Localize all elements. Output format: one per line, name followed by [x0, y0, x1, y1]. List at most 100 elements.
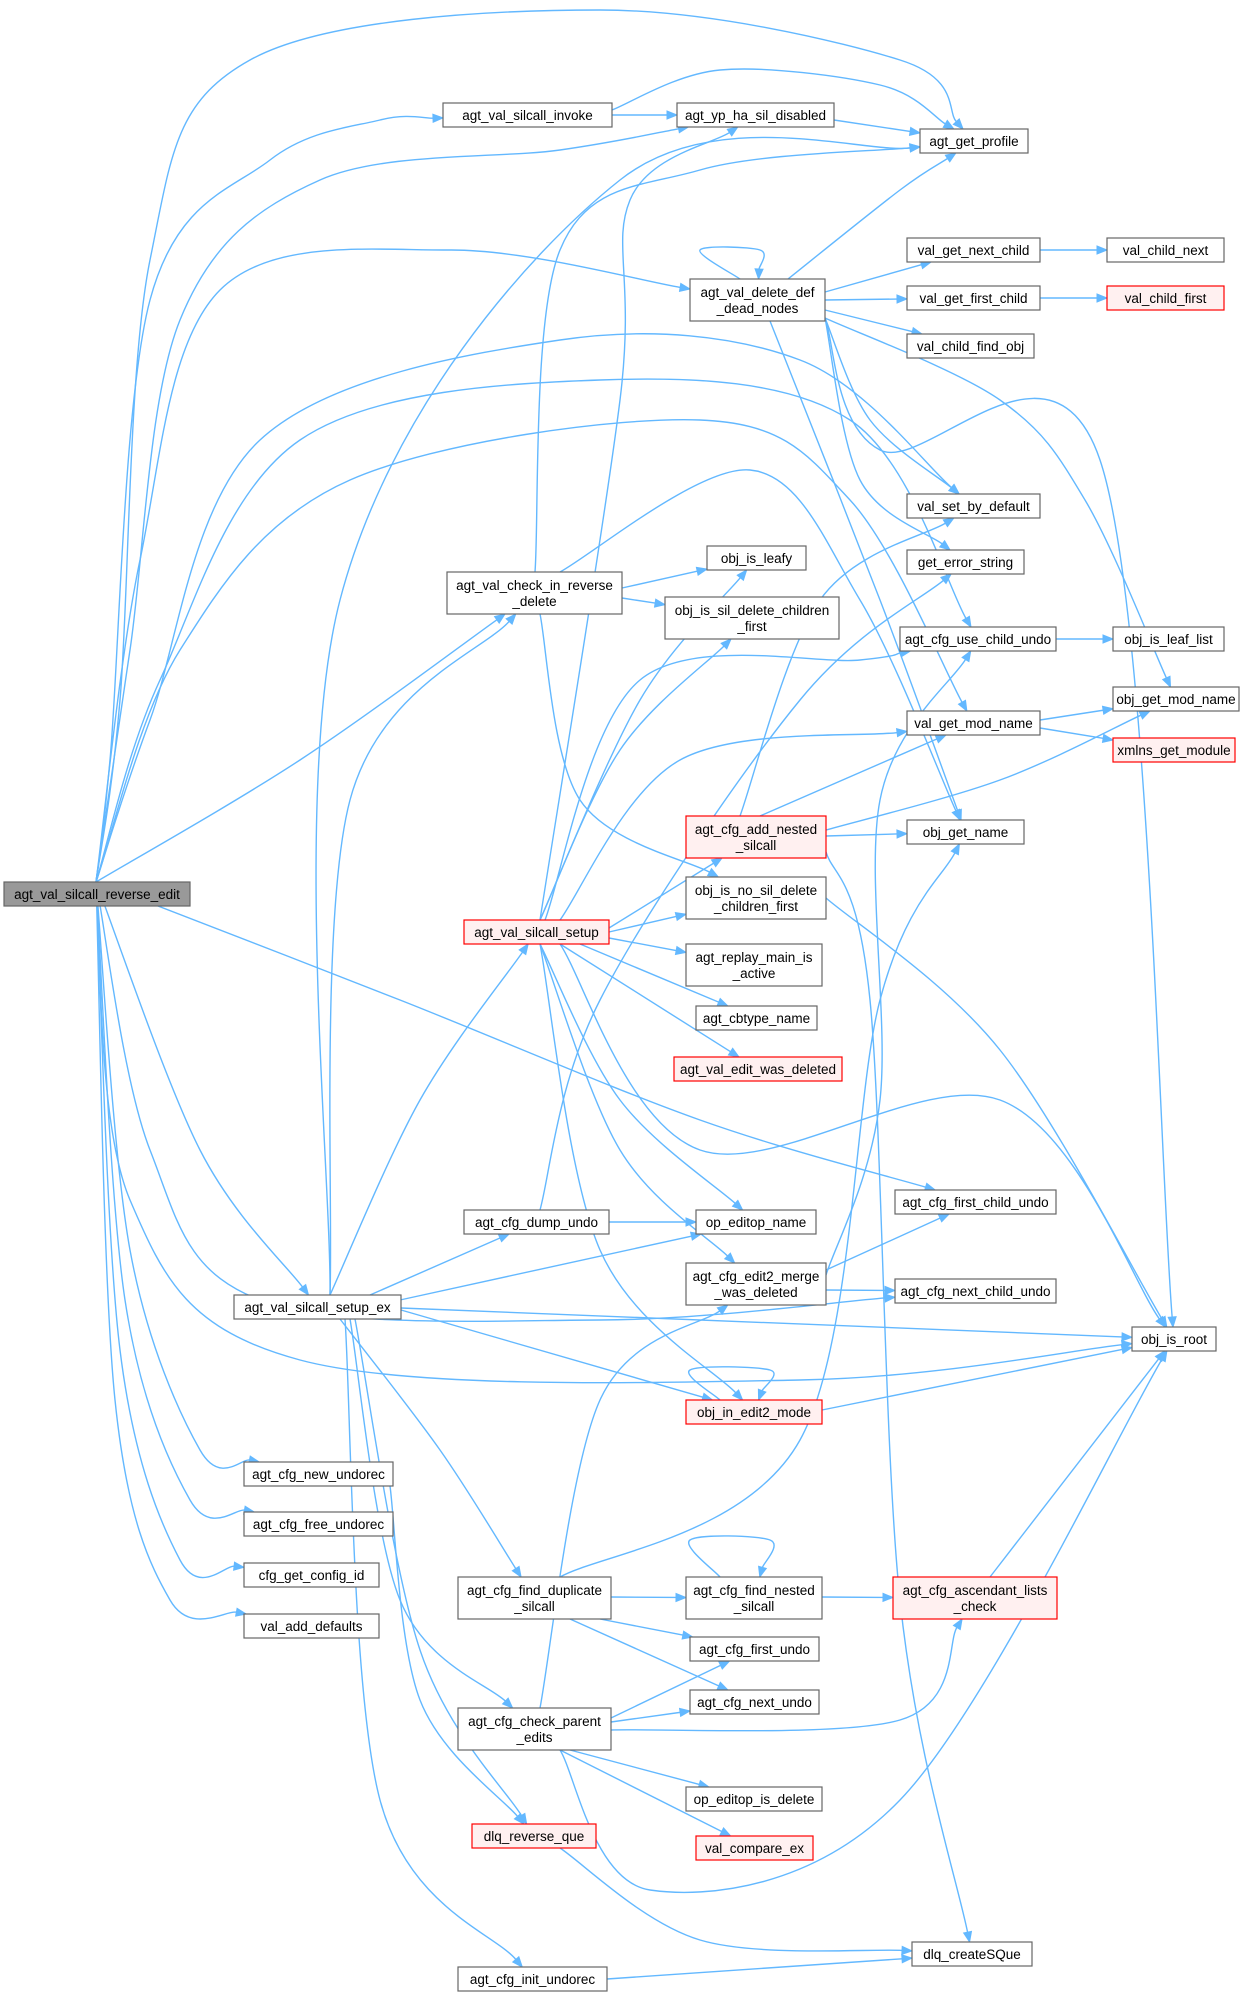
edge-line	[339, 1318, 517, 1569]
node-box	[233, 1294, 402, 1320]
node-setdef[interactable]: val_set_by_default	[906, 493, 1041, 519]
edge-line	[95, 881, 245, 1519]
node-findnested[interactable]: agt_cfg_find_nested_silcall	[685, 1576, 823, 1620]
arrowhead	[675, 1592, 688, 1603]
node-setupex[interactable]: agt_val_silcall_setup_ex	[233, 1294, 402, 1320]
node-box	[457, 1707, 612, 1751]
node-childfirst[interactable]: val_child_first	[1106, 285, 1225, 311]
arrowhead	[710, 857, 724, 868]
node-objmod[interactable]: obj_get_mod_name	[1112, 686, 1240, 712]
node-silfirst[interactable]: obj_is_sil_delete_children_first	[664, 596, 840, 640]
arrowhead	[951, 808, 961, 822]
edge-line	[699, 246, 765, 280]
node-checkrev[interactable]: agt_val_check_in_reverse_delete	[446, 571, 623, 615]
node-label: obj_get_name	[923, 825, 1009, 840]
node-nextchildundo[interactable]: agt_cfg_next_child_undo	[894, 1278, 1057, 1304]
edge-line	[825, 851, 969, 1933]
arrowhead	[716, 997, 730, 1007]
node-label: agt_cfg_new_undorec	[252, 1467, 385, 1482]
node-profile[interactable]: agt_get_profile	[919, 128, 1029, 154]
node-setup[interactable]: agt_val_silcall_setup	[463, 919, 610, 945]
node-checkparent[interactable]: agt_cfg_check_parent_edits	[457, 1707, 612, 1751]
arrowhead	[1102, 634, 1115, 644]
node-replay[interactable]: agt_replay_main_is_active	[685, 943, 823, 987]
node-childfind[interactable]: val_child_find_obj	[906, 333, 1035, 359]
edge-root-to-setupex	[95, 881, 310, 1297]
node-freeundo[interactable]: agt_cfg_free_undorec	[243, 1511, 394, 1537]
node-box	[673, 1056, 843, 1082]
arrowhead	[934, 734, 948, 744]
node-edit2[interactable]: obj_in_edit2_mode	[685, 1399, 823, 1425]
node-firstchildundo[interactable]: agt_cfg_first_child_undo	[894, 1189, 1057, 1215]
node-dumpundo[interactable]: agt_cfg_dump_undo	[463, 1209, 610, 1235]
node-isdelete[interactable]: op_editop_is_delete	[685, 1786, 823, 1812]
arrowhead	[952, 118, 964, 130]
node-label: _silcall	[735, 838, 777, 853]
arrowhead	[678, 282, 692, 293]
node-wasdel[interactable]: agt_val_edit_was_deleted	[673, 1056, 843, 1082]
node-box	[685, 943, 823, 987]
node-compare[interactable]: val_compare_ex	[695, 1835, 814, 1861]
node-nextundo[interactable]: agt_cfg_next_undo	[689, 1689, 820, 1715]
edge-line	[611, 68, 946, 125]
node-adddef[interactable]: val_add_defaults	[243, 1613, 380, 1639]
node-box	[685, 1576, 823, 1620]
node-root[interactable]: agt_val_silcall_reverse_edit	[3, 881, 191, 907]
node-revque[interactable]: dlq_reverse_que	[471, 1823, 597, 1849]
node-objname[interactable]: obj_get_name	[906, 819, 1025, 845]
node-label: agt_val_silcall_invoke	[462, 108, 593, 123]
edge-setup-to-nosil	[608, 911, 688, 933]
edge-finddup-to-firstundo	[599, 1618, 695, 1640]
node-opname[interactable]: op_editop_name	[695, 1209, 817, 1235]
node-addnested[interactable]: agt_cfg_add_nested_silcall	[685, 815, 827, 859]
node-finddup[interactable]: agt_cfg_find_duplicate_silcall	[457, 1576, 612, 1620]
node-box	[1106, 237, 1225, 263]
node-cfgid[interactable]: cfg_get_config_id	[243, 1562, 380, 1588]
node-label: _active	[732, 966, 776, 981]
node-label: _silcall	[733, 1599, 775, 1614]
edge-invoke-to-profile	[611, 68, 956, 130]
edge-deldef-to-profile	[787, 152, 958, 280]
node-deldef[interactable]: agt_val_delete_def_dead_nodes	[689, 278, 826, 322]
edge-setupex-to-finddup	[339, 1318, 522, 1579]
node-asclists[interactable]: agt_cfg_ascendant_lists_check	[892, 1576, 1058, 1620]
node-valmod[interactable]: val_get_mod_name	[906, 710, 1041, 736]
node-isroot[interactable]: obj_is_root	[1131, 1326, 1217, 1352]
node-newundo[interactable]: agt_cfg_new_undorec	[243, 1461, 394, 1487]
edge-line	[95, 881, 304, 1288]
edge-line	[610, 1711, 681, 1723]
edge-line	[95, 619, 498, 883]
edge-finddup-to-findnested	[610, 1592, 688, 1603]
arrowhead	[944, 152, 958, 163]
edge-checkparent-to-isdelete	[569, 1749, 711, 1789]
node-initundo[interactable]: agt_cfg_init_undorec	[457, 1966, 608, 1992]
node-errstr[interactable]: get_error_string	[906, 549, 1025, 575]
node-firstundo[interactable]: agt_cfg_first_undo	[689, 1636, 820, 1662]
node-label: xmlns_get_module	[1117, 743, 1230, 758]
node-merge[interactable]: agt_cfg_edit2_merge_was_deleted	[685, 1262, 827, 1306]
node-sildis[interactable]: agt_yp_ha_sil_disabled	[676, 102, 835, 128]
arrowhead	[884, 1285, 897, 1296]
edge-line	[349, 1318, 506, 1702]
node-xmlns[interactable]: xmlns_get_module	[1112, 737, 1236, 763]
edge-line	[95, 881, 235, 1579]
edge-line	[559, 1847, 903, 1952]
edge-root-to-invoke	[95, 113, 445, 883]
node-label: agt_replay_main_is	[695, 950, 812, 965]
node-createsque[interactable]: dlq_createSQue	[911, 1941, 1033, 1967]
arrowhead	[731, 1199, 744, 1211]
node-label: val_add_defaults	[260, 1619, 362, 1634]
node-usechild[interactable]: agt_cfg_use_child_undo	[899, 626, 1057, 652]
node-invoke[interactable]: agt_val_silcall_invoke	[442, 102, 613, 128]
node-box	[706, 545, 807, 571]
node-nextchild[interactable]: val_get_next_child	[906, 237, 1041, 263]
node-leafy[interactable]: obj_is_leafy	[706, 545, 807, 571]
node-nosil[interactable]: obj_is_no_sil_delete_children_first	[685, 876, 827, 920]
node-firstchild[interactable]: val_get_first_child	[906, 285, 1041, 311]
node-label: obj_get_mod_name	[1116, 692, 1235, 707]
node-childnext[interactable]: val_child_next	[1106, 237, 1225, 263]
node-cbtype[interactable]: agt_cbtype_name	[695, 1005, 818, 1031]
arrowhead	[432, 113, 445, 123]
node-leaflist[interactable]: obj_is_leaf_list	[1112, 626, 1225, 652]
node-box	[1112, 686, 1240, 712]
